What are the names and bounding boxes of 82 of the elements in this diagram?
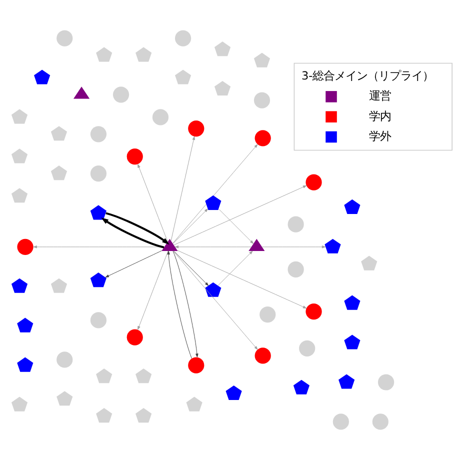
arrow (172, 250, 258, 350)
node-circle (332, 414, 349, 430)
arrow (106, 212, 170, 245)
node-circle (112, 86, 130, 103)
node-pentagon (11, 278, 28, 293)
node-pentagon (214, 42, 231, 56)
node-circle (126, 329, 143, 346)
node-circle (90, 166, 107, 182)
node-circle (254, 92, 270, 108)
node-pentagon (136, 368, 152, 384)
node-pentagon (11, 396, 28, 412)
node-pentagon (11, 148, 28, 164)
node-circle (254, 130, 271, 146)
arrow (138, 164, 168, 242)
node-pentagon (293, 380, 310, 394)
node-circle (306, 174, 322, 190)
arrow (262, 246, 326, 248)
node-pentagon (344, 295, 360, 310)
arrow (172, 250, 198, 358)
node-circle (152, 109, 169, 126)
arrow (174, 251, 209, 286)
node-pentagon (136, 408, 152, 423)
legend-label: 学内 (369, 110, 392, 123)
node-pentagon (186, 396, 202, 412)
arrow (218, 208, 254, 244)
arrow (172, 144, 258, 244)
node-circle (174, 30, 192, 46)
node-pentagon (50, 126, 68, 141)
node-pentagon (214, 80, 231, 96)
legend-label: 学外 (369, 130, 392, 143)
node-pentagon (205, 195, 222, 210)
node-circle (126, 148, 143, 165)
node-circle (56, 352, 73, 368)
arrow (167, 250, 192, 359)
arrow (170, 136, 195, 242)
node-pentagon (344, 334, 360, 350)
node-circle (56, 30, 73, 46)
node-circle (378, 374, 394, 390)
arrow (101, 218, 164, 248)
node-pentagon (226, 385, 242, 400)
node-circle (288, 261, 304, 278)
node-circle (306, 304, 322, 320)
node-circle (288, 216, 304, 232)
arrow (138, 250, 168, 330)
node-pentagon (361, 256, 378, 270)
node-pentagon (90, 205, 106, 220)
node-pentagon (90, 272, 106, 288)
node-circle (188, 357, 204, 374)
arrow (174, 185, 307, 246)
node-pentagon (50, 166, 68, 180)
legend-label: 運営 (369, 90, 392, 103)
arrow (177, 250, 307, 308)
node-pentagon (344, 199, 360, 214)
node-circle (188, 120, 204, 137)
node-circle (260, 306, 276, 323)
arrow (172, 208, 208, 244)
node-pentagon (11, 188, 28, 203)
node-pentagon (50, 278, 68, 293)
label: 3-総合メイン（リプライ） (301, 70, 434, 83)
node-pentagon (17, 318, 34, 332)
node-circle (254, 348, 271, 364)
node-circle (90, 312, 107, 328)
node-pentagon (174, 70, 192, 84)
node-circle (90, 126, 107, 142)
node-pentagon (338, 374, 355, 389)
node-pentagon (56, 391, 73, 406)
node-pentagon (34, 70, 50, 84)
node-pentagon (11, 109, 28, 124)
arrow (105, 250, 162, 278)
node-pentagon (254, 52, 270, 68)
node-pentagon (96, 408, 112, 423)
node-circle (372, 414, 388, 430)
node-triangle (73, 86, 90, 99)
node-pentagon (17, 357, 34, 372)
node-pentagon (324, 238, 341, 254)
node-circle (299, 340, 316, 356)
node-pentagon (136, 47, 152, 62)
node-circle (17, 238, 34, 255)
arrow (174, 246, 252, 248)
node-pentagon (96, 368, 112, 384)
node-pentagon (96, 47, 112, 62)
arrow (218, 250, 253, 286)
